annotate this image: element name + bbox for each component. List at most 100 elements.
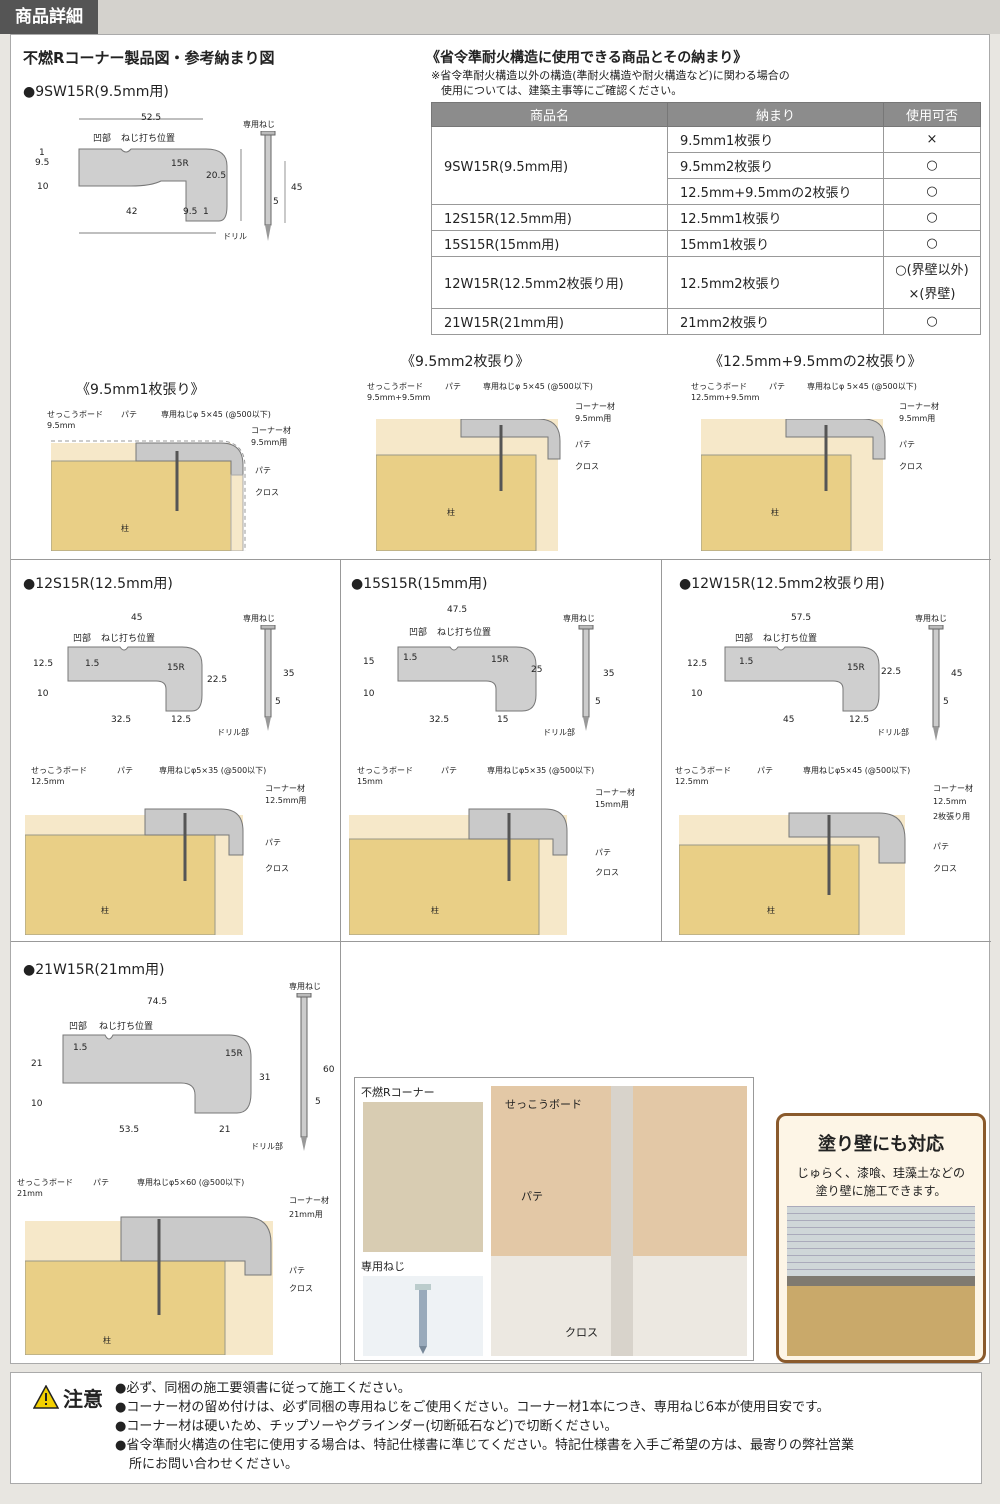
cell-ok: ○(界壁以外) ×(界壁) (883, 256, 981, 309)
label-board: せっこうボード (31, 766, 87, 775)
screw-len: 35 (283, 669, 295, 679)
photo-cloth-label: クロス (565, 1326, 598, 1339)
dim-c: 1.5 (739, 657, 754, 667)
divider (340, 559, 341, 941)
cell-ok: ○ (883, 178, 981, 205)
screw-pos-label: ねじ打ち位置 (121, 134, 176, 144)
dim-c: 1.5 (85, 659, 100, 669)
install-g-drawing (25, 1216, 273, 1355)
label-cloth: クロス (265, 864, 289, 873)
divider (661, 559, 662, 941)
cell-name: 12S15R(12.5mm用) (431, 204, 668, 231)
label-post: 柱 (121, 524, 129, 533)
dim-a: 21 (31, 1059, 43, 1069)
drill-label: ドリル部 (543, 728, 575, 737)
label-screw: 専用ねじφ5×35 (@500以下) (487, 766, 595, 775)
dim-f: 12.5 (171, 715, 192, 725)
cell-install: 12.5mm+9.5mmの2枚張り (667, 178, 884, 205)
notch-label: 凹部 (409, 628, 428, 638)
label-corner: コーナー材 (289, 1196, 329, 1205)
screw-len: 35 (603, 669, 615, 679)
label-corner-mm: 12.5mm用 (265, 796, 307, 805)
profile-21w15r-drawing (62, 1034, 252, 1114)
product-15s15r-title: ●15S15R(15mm用) (351, 576, 488, 592)
product-9sw15r-title: ●9SW15R(9.5mm用) (23, 84, 169, 100)
screw-pos-label: ねじ打ち位置 (101, 634, 156, 644)
dim-20-5: 20.5 (206, 171, 227, 181)
screw-len: 60 (323, 1065, 335, 1075)
cell-install: 12.5mm1枚張り (667, 204, 884, 231)
label-putty2: パテ (595, 848, 611, 857)
fire-note-1: ※省令準耐火構造以外の構造(準耐火構造や耐火構造など)に関わる場合の (431, 69, 790, 82)
dim-15r: 15R (847, 663, 865, 673)
label-corner-mm: 9.5mm用 (899, 414, 936, 423)
dim-d: 31 (259, 1073, 271, 1083)
screw-label: 専用ねじ (243, 614, 275, 623)
label-corner: コーナー材 (595, 788, 635, 797)
dim-b: 10 (363, 689, 375, 699)
dim-a: 15 (363, 657, 375, 667)
profile-15s15r-drawing (397, 646, 537, 712)
photo-screw-label: 専用ねじ (361, 1260, 405, 1273)
product-12s15r-title: ●12S15R(12.5mm用) (23, 576, 173, 592)
label-corner-mm: 12.5mm (933, 797, 967, 806)
label-putty2: パテ (265, 838, 281, 847)
cell-ok: ○ (883, 152, 981, 179)
label-putty: パテ (445, 382, 461, 391)
label-putty: パテ (769, 382, 785, 391)
label-post: 柱 (767, 906, 775, 915)
label-putty2: パテ (255, 466, 271, 475)
label-cloth: クロス (255, 488, 279, 497)
screw-5: 5 (273, 197, 279, 207)
label-cloth: クロス (899, 462, 923, 471)
warning-title: 注意 (63, 1387, 103, 1411)
table-row: 12.5mm+9.5mmの2枚張り○ (432, 178, 981, 205)
label-board: せっこうボード (691, 382, 747, 391)
left-title: 不燃Rコーナー製品図・参考納まり図 (23, 49, 275, 67)
label-post: 柱 (447, 508, 455, 517)
dim-b: 10 (37, 689, 49, 699)
photo-corner-label: 不燃Rコーナー (361, 1086, 435, 1099)
profile-12s15r-drawing (67, 646, 203, 712)
label-post: 柱 (101, 906, 109, 915)
label-thick: 12.5mm (31, 777, 65, 786)
label-thick: 15mm (357, 777, 383, 786)
drill-label: ドリル部 (877, 728, 909, 737)
photo-putty-label: パテ (521, 1190, 543, 1203)
label-screw: 専用ねじφ 5×45 (@500以下) (161, 410, 271, 419)
label-putty: パテ (93, 1178, 109, 1187)
label-post: 柱 (431, 906, 439, 915)
label-screw: 専用ねじφ5×45 (@500以下) (803, 766, 911, 775)
label-putty: パテ (117, 766, 133, 775)
cell-install: 15mm1枚張り (667, 230, 884, 257)
screw-pos-label: ねじ打ち位置 (763, 634, 818, 644)
label-corner-mm2: 2枚張り用 (933, 812, 971, 821)
label-putty: パテ (441, 766, 457, 775)
fire-note-2: 使用については、建築主事等にご確認ください。 (441, 84, 683, 97)
cell-ok: ○ (883, 230, 981, 257)
table-row: 9SW15R(9.5mm用)9.5mm1枚張り× (431, 126, 981, 205)
screw-12w-icon (928, 625, 944, 741)
label-putty2: パテ (289, 1266, 305, 1275)
photo-panel: 不燃Rコーナー 専用ねじ せっこうボード パテ クロス (354, 1077, 754, 1361)
install-b-title: 《9.5mm2枚張り》 (401, 354, 530, 370)
screw-label: 専用ねじ (243, 120, 275, 129)
install-c-drawing (701, 419, 886, 551)
label-board: せっこうボード (367, 382, 423, 391)
screw-5: 5 (943, 697, 949, 707)
dim-15r: 15R (167, 663, 185, 673)
dim-f: 21 (219, 1125, 231, 1135)
label-board: せっこうボード (357, 766, 413, 775)
label-cloth: クロス (575, 462, 599, 471)
label-putty2: パテ (933, 842, 949, 851)
dim-f: 15 (497, 715, 509, 725)
label-cloth: クロス (289, 1284, 313, 1293)
table-header-row: 商品名 納まり 使用可否 (431, 102, 981, 127)
label-cloth: クロス (595, 868, 619, 877)
dim-15r: 15R (225, 1049, 243, 1059)
dim-width: 74.5 (147, 997, 168, 1007)
label-screw: 専用ねじφ5×35 (@500以下) (159, 766, 267, 775)
cell-name: 12W15R(12.5mm2枚張り用) (431, 256, 668, 309)
dim-f: 12.5 (849, 715, 870, 725)
plaster-photo (787, 1206, 975, 1356)
